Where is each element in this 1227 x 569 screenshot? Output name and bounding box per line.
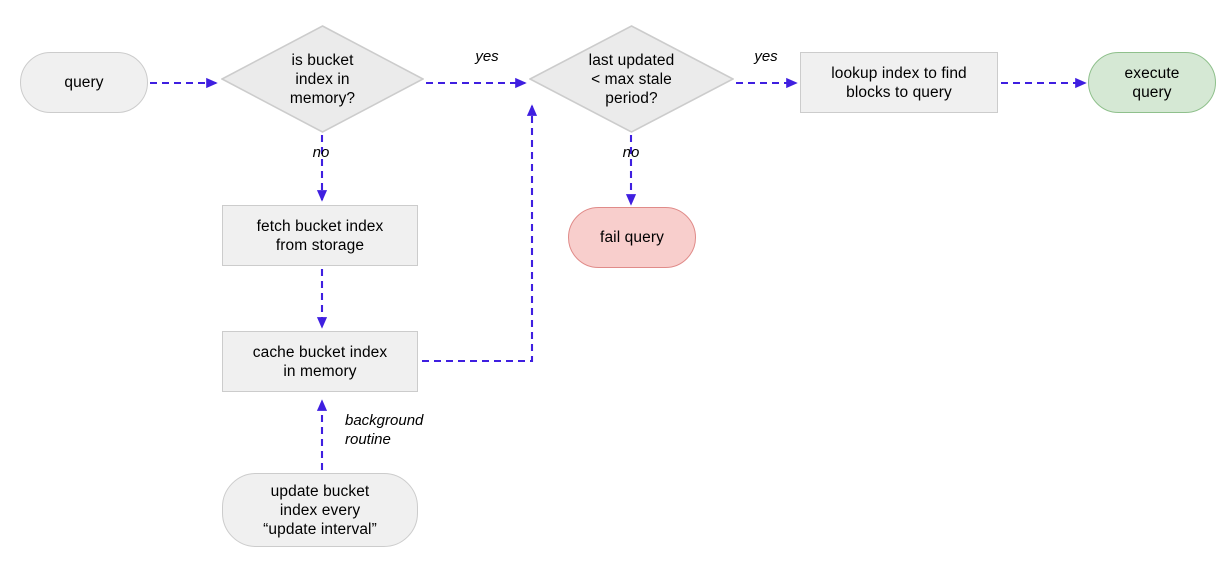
node-query-label: query (64, 74, 104, 91)
node-last-updated-max-stale[interactable]: last updated < max stale period? (529, 25, 734, 133)
node-fetch-bucket-index-label: fetch bucket index from storage (256, 217, 384, 254)
node-fail-query[interactable]: fail query (568, 207, 696, 268)
node-cache-bucket-index-label: cache bucket index in memory (252, 343, 388, 380)
edge-label-background-routine: background routine (345, 412, 424, 448)
node-query[interactable]: query (20, 52, 148, 113)
node-update-bucket-index[interactable]: update bucket index every “update interv… (222, 473, 418, 547)
node-is-bucket-index-in-memory[interactable]: is bucket index in memory? (221, 25, 424, 133)
edge-label-yes-memory: yes (475, 48, 499, 65)
node-last-updated-max-stale-label: last updated < max stale period? (588, 51, 675, 107)
edge-cache-to-decision2 (422, 104, 538, 363)
node-lookup-index-label: lookup index to find blocks to query (831, 64, 967, 101)
edge-label-yes-stale: yes (754, 48, 778, 65)
diamond-shape (529, 25, 734, 133)
node-update-bucket-index-label: update bucket index every “update interv… (263, 482, 377, 538)
edge-label-no-memory: no (312, 144, 330, 161)
diamond-shape (221, 25, 424, 133)
node-is-bucket-index-in-memory-label: is bucket index in memory? (289, 51, 356, 107)
edge-label-no-stale: no (622, 144, 640, 161)
node-fetch-bucket-index[interactable]: fetch bucket index from storage (222, 205, 418, 266)
node-lookup-index[interactable]: lookup index to find blocks to query (800, 52, 998, 113)
node-execute-query-label: execute query (1124, 64, 1180, 101)
node-cache-bucket-index[interactable]: cache bucket index in memory (222, 331, 418, 392)
node-execute-query[interactable]: execute query (1088, 52, 1216, 113)
node-fail-query-label: fail query (600, 229, 664, 246)
